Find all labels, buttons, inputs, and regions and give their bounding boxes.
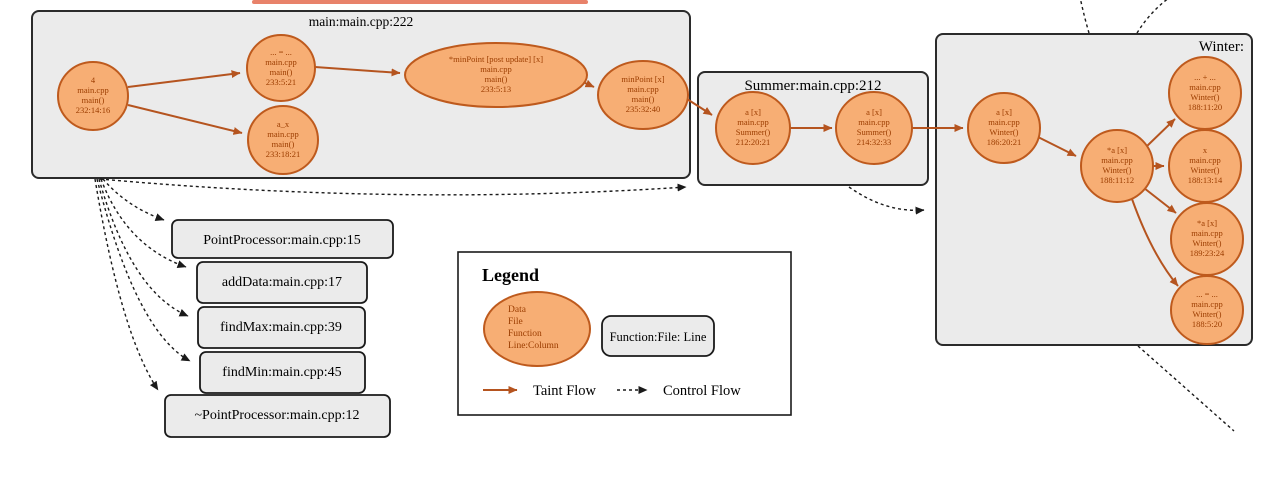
taint-edge-deref-to-plus	[1145, 118, 1176, 148]
control-edge-winter-top-right	[1136, 0, 1168, 34]
node-summer-a1-shape[interactable]	[715, 91, 791, 165]
function-box-findmin-label: findMin:main.cpp:45	[222, 365, 341, 380]
taint-edge-4-to-a_x	[127, 104, 243, 135]
taint-edge-assign-to-minpoint-post	[314, 66, 401, 77]
taint-edge-minpoint-to-summer	[686, 98, 713, 116]
legend-control-label: Control Flow	[663, 383, 741, 399]
function-box-pointprocessor[interactable]: PointProcessor:main.cpp:15	[171, 219, 394, 259]
node-4-shape[interactable]	[57, 61, 129, 131]
function-box-adddata[interactable]: addData:main.cpp:17	[196, 261, 368, 304]
control-edge-main-to-pointprocessor	[102, 178, 165, 221]
function-box-pointprocessor-dtor[interactable]: ~PointProcessor:main.cpp:12	[164, 394, 391, 438]
legend-taint-label: Taint Flow	[533, 383, 597, 399]
top-red-strip	[252, 0, 588, 4]
control-edge-winter-top-left	[1079, 0, 1090, 34]
cluster-main: main:main.cpp:222	[31, 10, 691, 179]
node-assign-main-shape[interactable]	[246, 34, 316, 102]
node-winter-deref-a-shape[interactable]	[1080, 129, 1154, 203]
function-box-pointprocessor-dtor-label: ~PointProcessor:main.cpp:12	[194, 408, 359, 423]
taint-edge-wintera-to-deref	[1037, 136, 1077, 157]
cluster-summer-title: Summer:main.cpp:212	[744, 78, 881, 94]
node-summer-a2-shape[interactable]	[835, 91, 913, 165]
function-box-findmin-shape[interactable]	[199, 351, 366, 394]
control-edge-summer-to-winter	[848, 186, 925, 215]
node-winter-x-shape[interactable]	[1168, 129, 1242, 203]
node-minpoint-post-shape[interactable]	[404, 42, 588, 108]
function-box-findmax[interactable]: findMax:main.cpp:39	[197, 306, 366, 349]
node-minpoint-shape[interactable]	[597, 60, 689, 130]
function-box-findmax-shape[interactable]	[197, 306, 366, 349]
legend-function-box-example	[601, 315, 715, 357]
function-box-findmax-label: findMax:main.cpp:39	[220, 320, 342, 335]
legend-title: Legend	[482, 265, 539, 285]
control-edge-main-to-findmin	[96, 178, 191, 362]
cluster-winter-title: Winter:	[1199, 39, 1244, 55]
taint-edge-deref-to-deref2	[1143, 187, 1177, 214]
legend-node-example	[483, 291, 591, 367]
control-edge-main-to-summer	[99, 178, 687, 196]
function-box-adddata-label: addData:main.cpp:17	[222, 275, 342, 290]
taint-edge-deref-to-assign	[1131, 198, 1179, 287]
function-box-pointprocessor-label: PointProcessor:main.cpp:15	[203, 233, 361, 248]
function-box-findmin[interactable]: findMin:main.cpp:45	[199, 351, 366, 394]
node-a_x-shape[interactable]	[247, 105, 319, 175]
cluster-main-box	[31, 10, 691, 179]
control-edge-main-to-dtor	[94, 178, 159, 391]
node-winter-assign-shape[interactable]	[1170, 275, 1244, 345]
control-edge-main-to-findmax	[98, 178, 189, 317]
taint-edge-4-to-assign	[127, 70, 241, 88]
legend-function-box-label: Function:File: Line	[610, 330, 707, 344]
function-box-adddata-shape[interactable]	[196, 261, 368, 304]
control-edge-winter-bottom	[1137, 345, 1235, 432]
node-winter-a-shape[interactable]	[967, 92, 1041, 164]
function-box-pointprocessor-shape[interactable]	[171, 219, 394, 259]
cluster-main-title: main:main.cpp:222	[309, 14, 414, 29]
function-box-pointprocessor-dtor-shape[interactable]	[164, 394, 391, 438]
